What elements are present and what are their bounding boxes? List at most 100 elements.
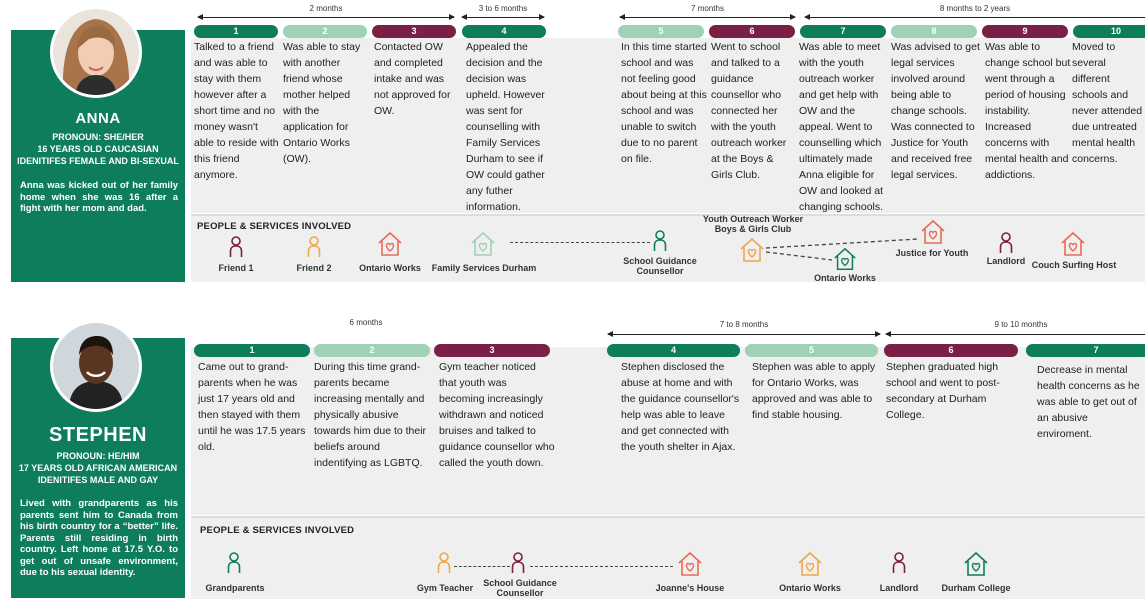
anna-service-label: Youth Outreach Worker Boys & Girls Club bbox=[702, 214, 804, 234]
anna-step-text: Went to school and talked to a guidance … bbox=[711, 41, 787, 181]
stephen-age: 17 YEARS OLD AFRICAN AMERICAN bbox=[18, 463, 178, 473]
anna-step-number: 8 bbox=[891, 25, 977, 38]
anna-step-number: 9 bbox=[982, 25, 1068, 38]
anna-span-label: 2 months bbox=[309, 4, 343, 13]
anna-span-label: 7 months bbox=[691, 4, 724, 13]
house-heart-icon bbox=[798, 551, 822, 576]
anna-avatar bbox=[50, 6, 142, 98]
anna-step-text: Appealed the decision and the decision w… bbox=[466, 41, 545, 213]
anna-step-text: Was able to meet with the youth outreach… bbox=[799, 41, 884, 213]
anna-span-arrow bbox=[461, 14, 545, 20]
house-heart-icon bbox=[678, 551, 702, 576]
anna-services-title: PEOPLE & SERVICES INVOLVED bbox=[197, 221, 352, 232]
anna-span-arrow bbox=[197, 14, 455, 20]
stephen-services-band bbox=[191, 518, 1145, 599]
person-icon bbox=[653, 230, 667, 251]
anna-age: 16 YEARS OLD CAUCASIAN bbox=[37, 144, 159, 154]
anna-service-label: Ontario Works bbox=[814, 273, 876, 283]
stephen-step-number: 2 bbox=[314, 344, 430, 357]
stephen-step-number: 5 bbox=[745, 344, 878, 357]
person-icon bbox=[511, 552, 525, 573]
stephen-service-label: Landlord bbox=[879, 583, 919, 593]
stephen-service-label: Gym Teacher bbox=[416, 583, 474, 593]
anna-services-band bbox=[191, 216, 1145, 282]
anna-step-number: 4 bbox=[462, 25, 546, 38]
anna-span-arrow bbox=[619, 14, 796, 20]
stephen-step-number: 4 bbox=[607, 344, 740, 357]
stephen-step-text: Gym teacher noticed that youth was becom… bbox=[439, 361, 555, 469]
anna-step-text: Contacted OW and completed intake and wa… bbox=[374, 41, 451, 117]
stephen-divider bbox=[191, 516, 1145, 518]
stephen-step-text: Stephen graduated high school and went t… bbox=[886, 361, 1000, 421]
anna-step-number: 3 bbox=[372, 25, 456, 38]
anna-step-text: Was advised to get legal services involv… bbox=[891, 41, 980, 181]
house-heart-icon bbox=[964, 551, 988, 576]
stephen-step-text: Decrease in mental health concerns as he… bbox=[1037, 364, 1140, 440]
stephen-identity: IDENITIFES MALE AND GAY bbox=[37, 475, 159, 485]
anna-service-label: Family Services Durham bbox=[431, 263, 537, 273]
person-icon bbox=[892, 552, 906, 573]
person-icon bbox=[437, 552, 451, 573]
connector-line bbox=[510, 242, 650, 243]
anna-pronoun: PRONOUN: SHE/HER bbox=[52, 132, 144, 142]
anna-step-number: 6 bbox=[709, 25, 795, 38]
house-heart-icon bbox=[834, 247, 856, 270]
stephen-span-label: 9 to 10 months bbox=[994, 320, 1048, 329]
person-icon bbox=[227, 552, 241, 573]
anna-timeline-band bbox=[191, 38, 1145, 213]
house-heart-icon bbox=[471, 231, 495, 256]
stephen-timeline-band bbox=[191, 347, 1145, 515]
stephen-step-text: Came out to grand-parents when he was ju… bbox=[198, 361, 306, 453]
person-icon bbox=[229, 236, 243, 257]
stephen-span-label: 7 to 8 months bbox=[719, 320, 769, 329]
anna-step-number: 1 bbox=[194, 25, 278, 38]
stephen-step-number: 3 bbox=[434, 344, 550, 357]
person-icon bbox=[999, 232, 1013, 253]
stephen-name: STEPHEN bbox=[49, 424, 147, 446]
anna-step-text: Moved to several different schools and n… bbox=[1072, 41, 1143, 165]
dashed-connectors bbox=[765, 238, 919, 261]
anna-step-number: 7 bbox=[800, 25, 886, 38]
stephen-step-text: Stephen disclosed the abuse at home and … bbox=[621, 361, 740, 453]
anna-span-label: 8 months to 2 years bbox=[939, 4, 1011, 13]
stephen-pronoun: PRONOUN: HE/HIM bbox=[56, 451, 140, 461]
anna-step-number: 5 bbox=[618, 25, 704, 38]
anna-service-label: Ontario Works bbox=[359, 263, 421, 273]
stephen-bio: Lived with grandparents as his parents s… bbox=[20, 498, 178, 578]
stephen-service-label: Grandparents bbox=[205, 583, 265, 593]
house-heart-icon bbox=[740, 237, 764, 262]
anna-service-label: School Guidance Counsellor bbox=[623, 256, 697, 276]
anna-service-label: Friend 1 bbox=[218, 263, 254, 273]
stephen-span-label: 6 months bbox=[349, 318, 383, 327]
anna-step-number: 10 bbox=[1073, 25, 1145, 38]
stephen-span-arrow bbox=[885, 331, 1145, 337]
house-heart-icon bbox=[378, 231, 402, 256]
connector-line bbox=[530, 566, 673, 567]
house-heart-icon bbox=[1061, 231, 1085, 256]
anna-span-label: 3 to 6 months bbox=[478, 4, 528, 13]
stephen-step-number: 1 bbox=[194, 344, 310, 357]
stephen-step-number: 6 bbox=[884, 344, 1018, 357]
stephen-step-number: 7 bbox=[1026, 344, 1145, 357]
anna-bio: Anna was kicked out of her family home w… bbox=[20, 180, 178, 214]
anna-service-label: Justice for Youth bbox=[895, 248, 969, 258]
stephen-services-title: PEOPLE & SERVICES INVOLVED bbox=[200, 525, 355, 536]
person-icon bbox=[307, 236, 321, 257]
stephen-service-label: School Guidance Counsellor bbox=[483, 578, 557, 598]
stephen-span-arrow bbox=[607, 331, 881, 337]
stephen-step-text: During this time grand-parents became in… bbox=[314, 361, 427, 469]
anna-step-number: 2 bbox=[283, 25, 367, 38]
anna-step-text: Was able to change school but went throu… bbox=[985, 41, 1071, 181]
anna-service-label: Couch Surfing Host bbox=[1031, 260, 1117, 270]
house-heart-icon bbox=[921, 219, 945, 244]
anna-service-label: Friend 2 bbox=[296, 263, 332, 273]
stephen-step-text: Stephen was able to apply for Ontario Wo… bbox=[752, 361, 876, 421]
stephen-profile-content: STEPHEN PRONOUN: HE/HIM 17 YEARS OLD AFR… bbox=[11, 320, 185, 598]
stephen-avatar bbox=[50, 320, 142, 412]
anna-step-text: Was able to stay with another friend who… bbox=[283, 41, 361, 165]
stephen-service-label: Durham College bbox=[941, 583, 1011, 593]
connector-line bbox=[454, 566, 510, 567]
anna-service-label: Landlord bbox=[986, 256, 1026, 266]
anna-divider bbox=[191, 214, 1145, 216]
anna-step-text: Talked to a friend and was able to stay … bbox=[194, 41, 279, 181]
